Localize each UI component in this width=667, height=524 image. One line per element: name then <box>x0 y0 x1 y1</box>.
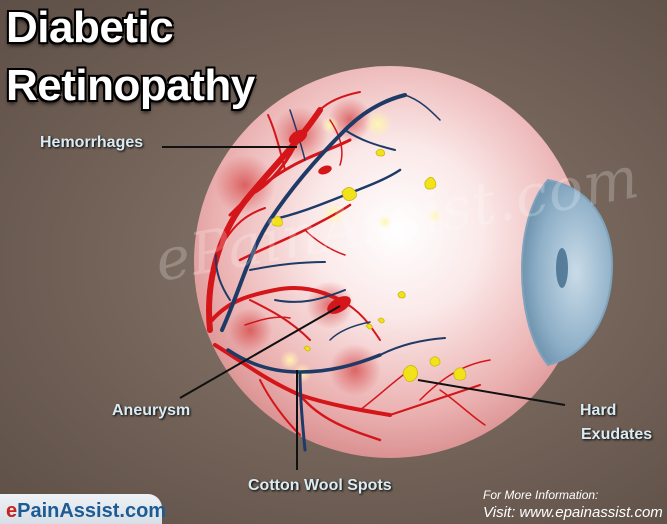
label-exudates-line2: Exudates <box>581 426 653 443</box>
label-hemorrhages: Hemorrhages <box>40 134 144 151</box>
title-line-2: Retinopathy <box>6 61 255 110</box>
label-hard-line1: Hard <box>580 402 617 419</box>
logo-text: PainAssist.com <box>17 500 167 522</box>
label-cotton-wool-spots: Cotton Wool Spots <box>248 477 392 494</box>
callout-lines <box>162 146 566 470</box>
info-url[interactable]: Visit: www.epainassist.com <box>483 504 663 521</box>
brand-logo[interactable]: ePainAssist.com <box>6 500 166 523</box>
logo-background <box>0 494 162 524</box>
info-heading: For More Information: <box>483 488 599 502</box>
pupil <box>556 248 568 288</box>
hemorrhage-blobs <box>288 129 332 175</box>
hard-exudates-pointer <box>417 379 566 406</box>
logo-e: e <box>6 500 18 522</box>
cotton-wool-spots <box>280 110 441 383</box>
veins <box>214 93 446 452</box>
label-aneurysm: Aneurysm <box>112 402 191 419</box>
aneurysm-pointer <box>179 305 341 399</box>
title-line-1: Diabetic <box>6 3 174 52</box>
hard-exudates <box>271 148 467 382</box>
